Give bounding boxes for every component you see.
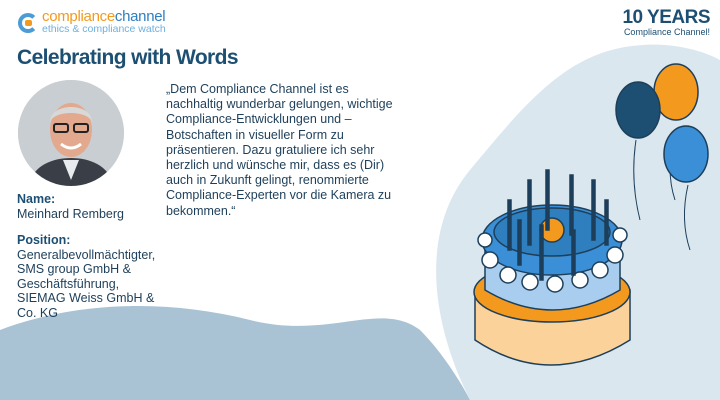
cake-balloons-illustration (473, 63, 709, 366)
badge-big: 10 YEARS (622, 7, 710, 28)
portrait-photo (18, 80, 124, 186)
logo-tagline: ethics & compliance watch (42, 23, 166, 35)
chat-bubble-icon (18, 12, 38, 33)
logo: compliancechannel ethics & compliance wa… (18, 8, 166, 35)
person-position: Generalbevollmächtigter, SMS group GmbH … (17, 247, 156, 320)
person-name: Meinhard Remberg (17, 206, 124, 221)
quote-text: „Dem Compliance Channel ist es nachhalti… (166, 82, 393, 218)
name-label: Name: (17, 192, 56, 206)
person-info: Name: Meinhard Remberg Position: General… (17, 192, 157, 320)
cake-icon (473, 169, 631, 366)
position-label: Position: (17, 233, 71, 247)
badge-small: Compliance Channel! (623, 27, 710, 37)
logo-brand-b: channel (114, 8, 166, 25)
balloons-icon (615, 63, 709, 251)
anniversary-badge: 10 YEARS Compliance Channel! (622, 8, 710, 37)
logo-brand-a: compliance (42, 8, 115, 25)
page-title: Celebrating with Words (17, 46, 239, 69)
